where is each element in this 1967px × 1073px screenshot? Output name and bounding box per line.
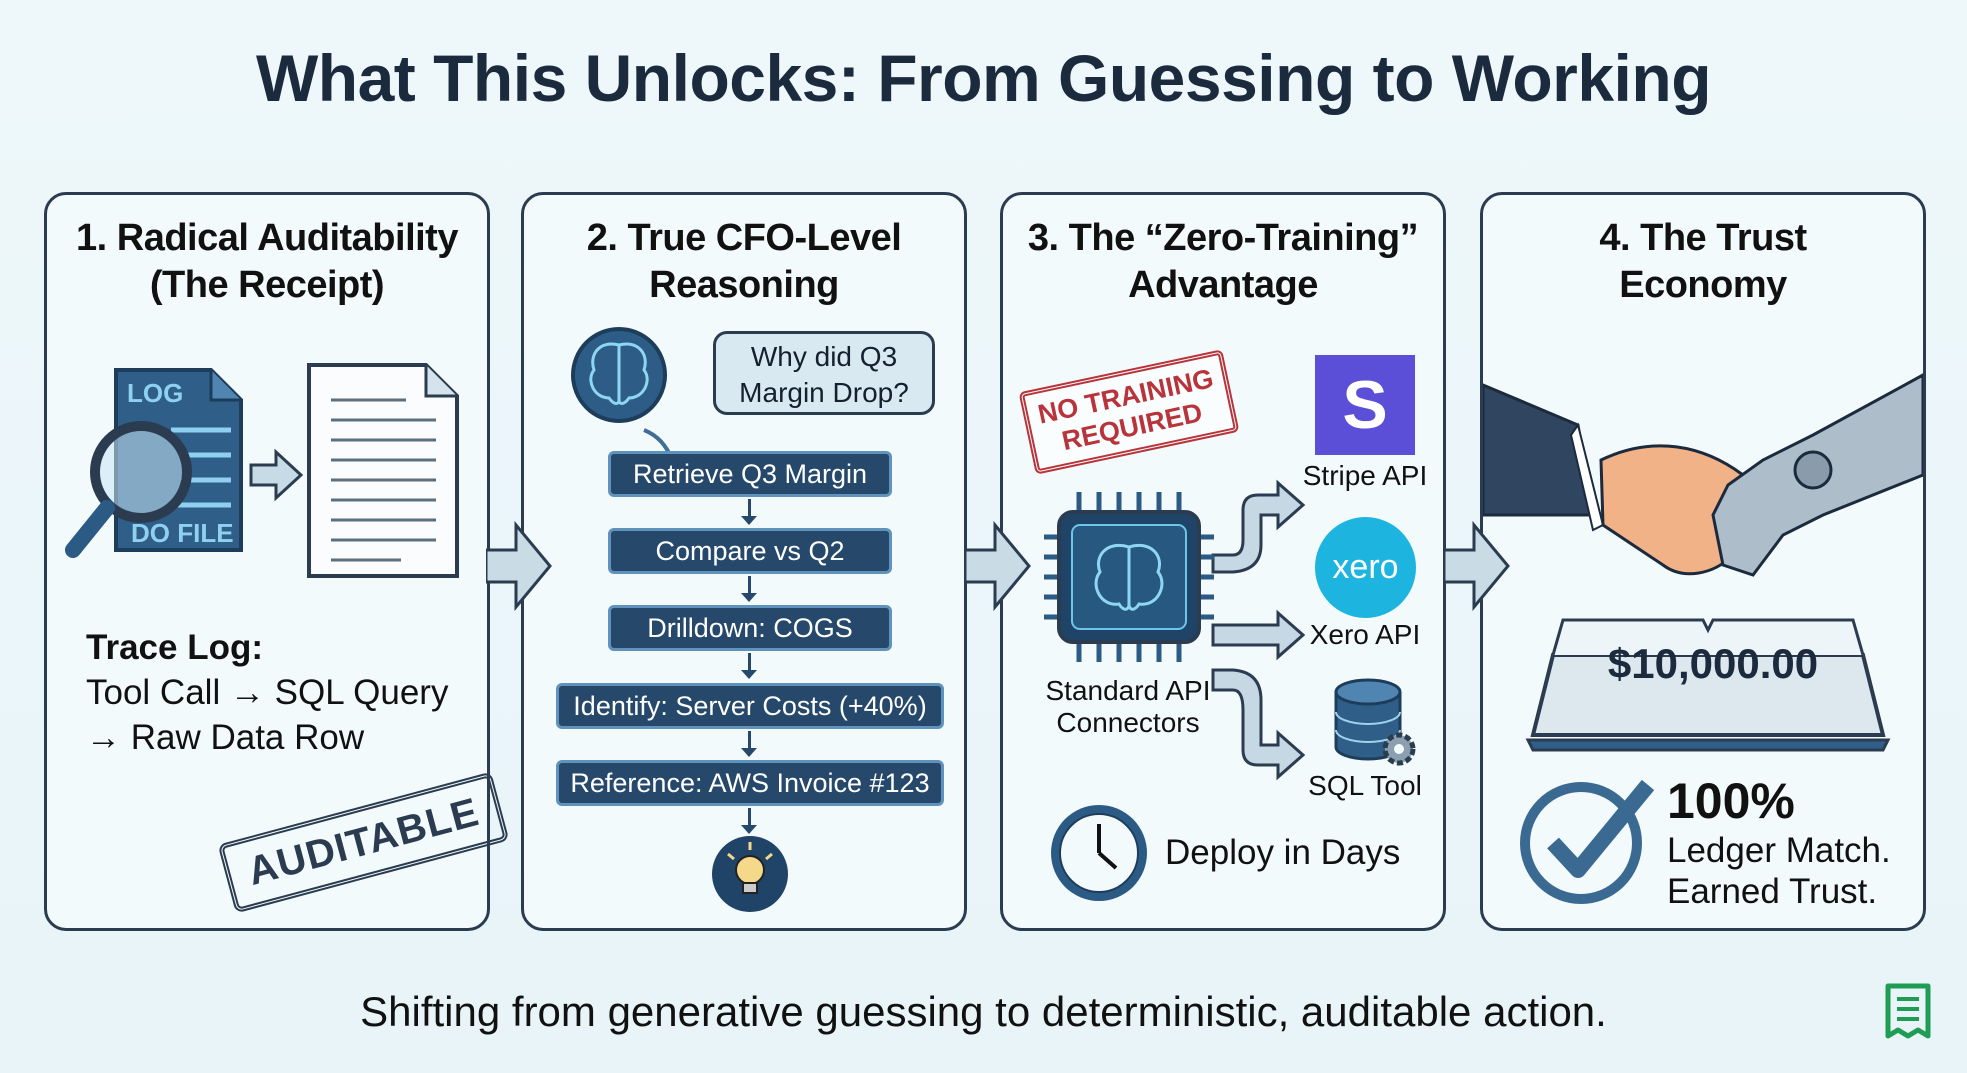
reasoning-step: Retrieve Q3 Margin [608, 451, 892, 497]
question-line: Why did Q3 [750, 341, 898, 372]
trace-log-title: Trace Log: [86, 628, 263, 667]
stripe-logo: S [1315, 355, 1415, 455]
ai-chip-icon [1044, 492, 1214, 662]
flow-arrow-icon [1444, 520, 1510, 612]
lightbulb-icon [712, 836, 788, 912]
trace-log-line: Tool Call → SQL Query [86, 673, 449, 712]
handshake-icon [1483, 373, 1923, 577]
log-label: LOG [127, 378, 183, 408]
heading-line: 3. The “Zero-Training” [1027, 217, 1419, 259]
reasoning-step: Compare vs Q2 [608, 528, 892, 574]
reasoning-step: Reference: AWS Invoice #123 [556, 760, 944, 806]
auditable-stamp: AUDITABLE [217, 771, 510, 914]
question-line: Margin Drop? [739, 377, 909, 408]
connectors-line: Standard API [1045, 675, 1211, 706]
log-label: DO FILE [131, 518, 234, 548]
panel-radical-auditability: 1. Radical Auditability (The Receipt) LOG… [44, 192, 510, 931]
connector-arrows [1044, 479, 1306, 781]
checkmark-icon [1520, 779, 1655, 904]
heading-line: 1. Radical Auditability [76, 217, 458, 259]
heading-line: Advantage [1128, 264, 1318, 306]
heading-line: Reasoning [649, 264, 839, 306]
clock-icon [1051, 805, 1147, 901]
xero-api-label: Xero API [1309, 619, 1421, 650]
xero-logo: xero [1315, 517, 1416, 618]
reasoning-step: Identify: Server Costs (+40%) [556, 683, 944, 729]
deploy-in-days-label: Deploy in Days [1165, 833, 1401, 872]
heading-line: (The Receipt) [149, 264, 385, 306]
flow-arrow-icon [486, 520, 552, 612]
notes-icon[interactable] [1884, 982, 1932, 1040]
trace-log-line: → Raw Data Row [86, 718, 365, 757]
heading-line: 2. True CFO-Level [586, 217, 902, 259]
earned-trust-label: Earned Trust. [1667, 872, 1878, 911]
stripe-api-label: Stripe API [1302, 460, 1428, 491]
ledger-match-percent: 100% [1667, 773, 1795, 829]
panel-heading: 1. Radical Auditability (The Receipt) [47, 215, 487, 309]
log-file-magnifier-icon: LOG DO FILE [65, 363, 459, 578]
ledger-amount: $10,000.00 [1607, 640, 1819, 687]
connectors-line: Connectors [1056, 707, 1200, 738]
subtitle: Shifting from generative guessing to det… [360, 988, 1607, 1035]
panel-zero-training: 3. The “Zero-Training”Advantage NO TRAIN… [1000, 192, 1446, 931]
flow-arrow-icon [965, 520, 1031, 612]
panel-heading: 3. The “Zero-Training” Advantage [1003, 215, 1443, 309]
brain-icon [571, 327, 678, 468]
question-bubble: Why did Q3 Margin Drop? [713, 331, 935, 415]
heading-line: Economy [1619, 264, 1787, 306]
page-title: What This Unlocks: From Guessing to Work… [255, 41, 1712, 115]
ledger-book-icon [1525, 618, 1891, 752]
database-gear-icon [1334, 678, 1416, 766]
heading-line: 4. The Trust [1599, 217, 1807, 259]
reasoning-step: Drilldown: COGS [608, 605, 892, 651]
sql-tool-label: SQL Tool [1308, 770, 1422, 801]
ledger-match-label: Ledger Match. [1667, 831, 1891, 870]
